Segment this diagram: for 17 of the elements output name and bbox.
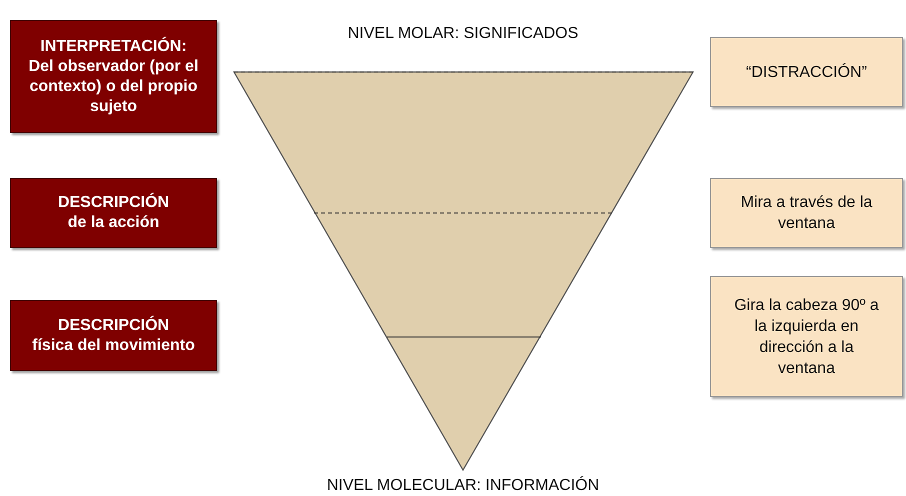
- level-label: NIVEL MOLECULAR: INFORMACIÓN: [326, 477, 600, 495]
- box-text: de la acción: [68, 213, 160, 233]
- box-text: “DISTRACCIÓN”: [746, 62, 867, 82]
- box-heading: DESCRIPCIÓN: [58, 316, 170, 336]
- level-label: NIVEL MOLAR: SIGNIFICADOS: [348, 25, 578, 43]
- box-text: Del observador (por el contexto) o del propio sujeto: [28, 56, 200, 116]
- level-box: [10, 178, 217, 248]
- level-box: [10, 20, 217, 133]
- box-heading: INTERPRETACIÓN:: [40, 36, 187, 56]
- box-text: Mira a través de la ventana: [740, 193, 874, 234]
- example-box: [710, 37, 903, 107]
- box-text: Gira la cabeza 90º a la izquierda en dirección a la ventana: [733, 296, 880, 378]
- box-text: física del movimiento: [32, 336, 195, 356]
- box-heading: DESCRIPCIÓN: [58, 193, 170, 213]
- level-box: [10, 300, 217, 371]
- example-box: [710, 178, 903, 248]
- example-box: [710, 276, 903, 397]
